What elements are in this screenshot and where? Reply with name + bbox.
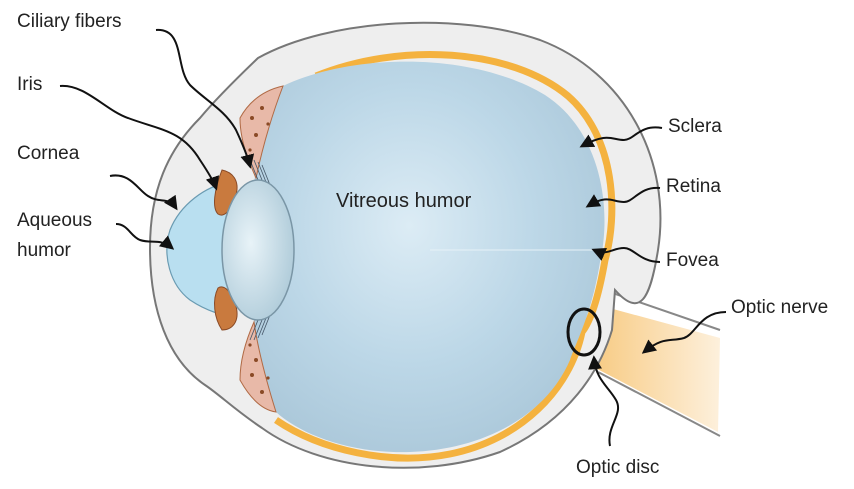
label-retina: Retina: [666, 176, 721, 198]
label-aqueous-humor-line2: humor: [17, 240, 71, 262]
label-sclera: Sclera: [668, 116, 722, 138]
lens: [222, 180, 294, 320]
label-fovea: Fovea: [666, 250, 719, 272]
label-optic-disc: Optic disc: [576, 457, 659, 479]
label-vitreous-humor: Vitreous humor: [336, 190, 471, 212]
label-cornea: Cornea: [17, 143, 79, 165]
label-aqueous-humor-line1: Aqueous: [17, 210, 92, 232]
label-ciliary-fibers: Ciliary fibers: [17, 11, 122, 33]
label-iris: Iris: [17, 74, 42, 96]
label-optic-nerve: Optic nerve: [731, 297, 828, 319]
